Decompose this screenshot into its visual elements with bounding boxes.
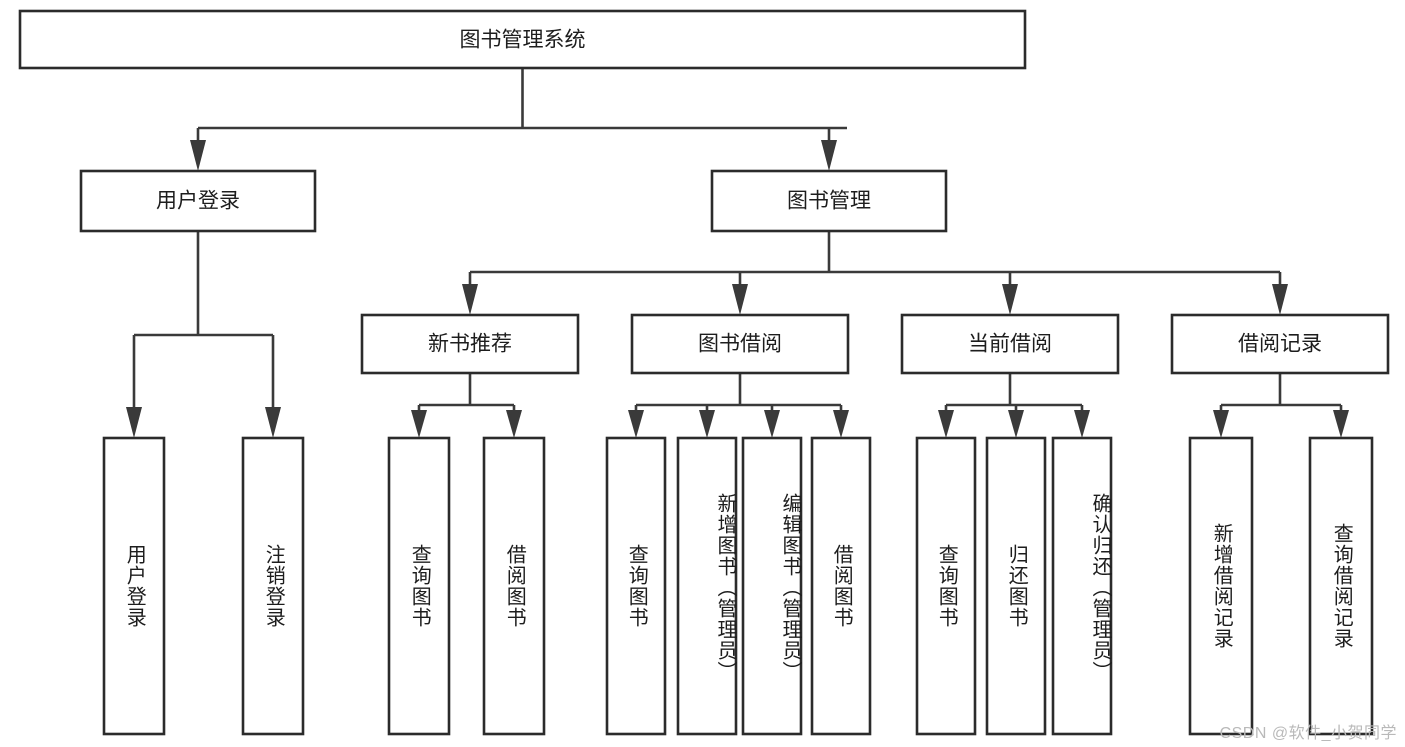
node-new-book-recommend[interactable]: 新书推荐	[360, 313, 580, 375]
leaf-user-login-rect[interactable]	[102, 436, 166, 736]
node-current-borrow[interactable]: 当前借阅	[900, 313, 1120, 375]
connector-borrowrecord-to-leaves	[1213, 373, 1349, 438]
connector-userlogin-to-leaves	[126, 231, 281, 438]
node-book-manage-label: 图书管理	[787, 190, 871, 213]
leaf-borrow-book-2-rect[interactable]	[810, 436, 872, 736]
connector-currentborrow-to-leaves	[938, 373, 1090, 438]
node-root[interactable]: 图书管理系统	[18, 9, 1027, 70]
node-current-borrow-label: 当前借阅	[968, 333, 1052, 356]
connector-bookmanage-to-level3	[462, 231, 1288, 315]
leaf-return-book-rect[interactable]	[985, 436, 1047, 736]
node-borrow-record-label: 借阅记录	[1238, 333, 1322, 356]
node-book-borrow-label: 图书借阅	[698, 333, 782, 356]
leaf-user-logout-rect[interactable]	[241, 436, 305, 736]
node-borrow-record[interactable]: 借阅记录	[1170, 313, 1390, 375]
connector-newbook-to-leaves	[411, 373, 522, 438]
leaf-edit-book-admin-rect[interactable]	[741, 436, 803, 736]
leaf-query-book-1-rect[interactable]	[387, 436, 451, 736]
leaf-confirm-return-rect[interactable]	[1051, 436, 1113, 736]
node-new-book-recommend-label: 新书推荐	[428, 333, 512, 356]
connector-bookborrow-to-leaves	[628, 373, 849, 438]
leaf-query-book-3-rect[interactable]	[915, 436, 977, 736]
node-user-login-label: 用户登录	[156, 190, 240, 213]
leaf-query-record-rect[interactable]	[1308, 436, 1374, 736]
node-book-borrow[interactable]: 图书借阅	[630, 313, 850, 375]
node-root-label: 图书管理系统	[460, 29, 586, 52]
leaf-add-record-rect[interactable]	[1188, 436, 1254, 736]
node-user-login[interactable]: 用户登录	[79, 169, 317, 233]
leaf-rects	[102, 436, 1374, 736]
leaf-add-book-admin-rect[interactable]	[676, 436, 738, 736]
csdn-watermark: CSDN @软件_小贺同学	[1219, 725, 1397, 742]
leaf-borrow-book-1-rect[interactable]	[482, 436, 546, 736]
leaf-query-book-2-rect[interactable]	[605, 436, 667, 736]
node-book-manage[interactable]: 图书管理	[710, 169, 948, 233]
connector-root-to-level2	[190, 68, 847, 171]
